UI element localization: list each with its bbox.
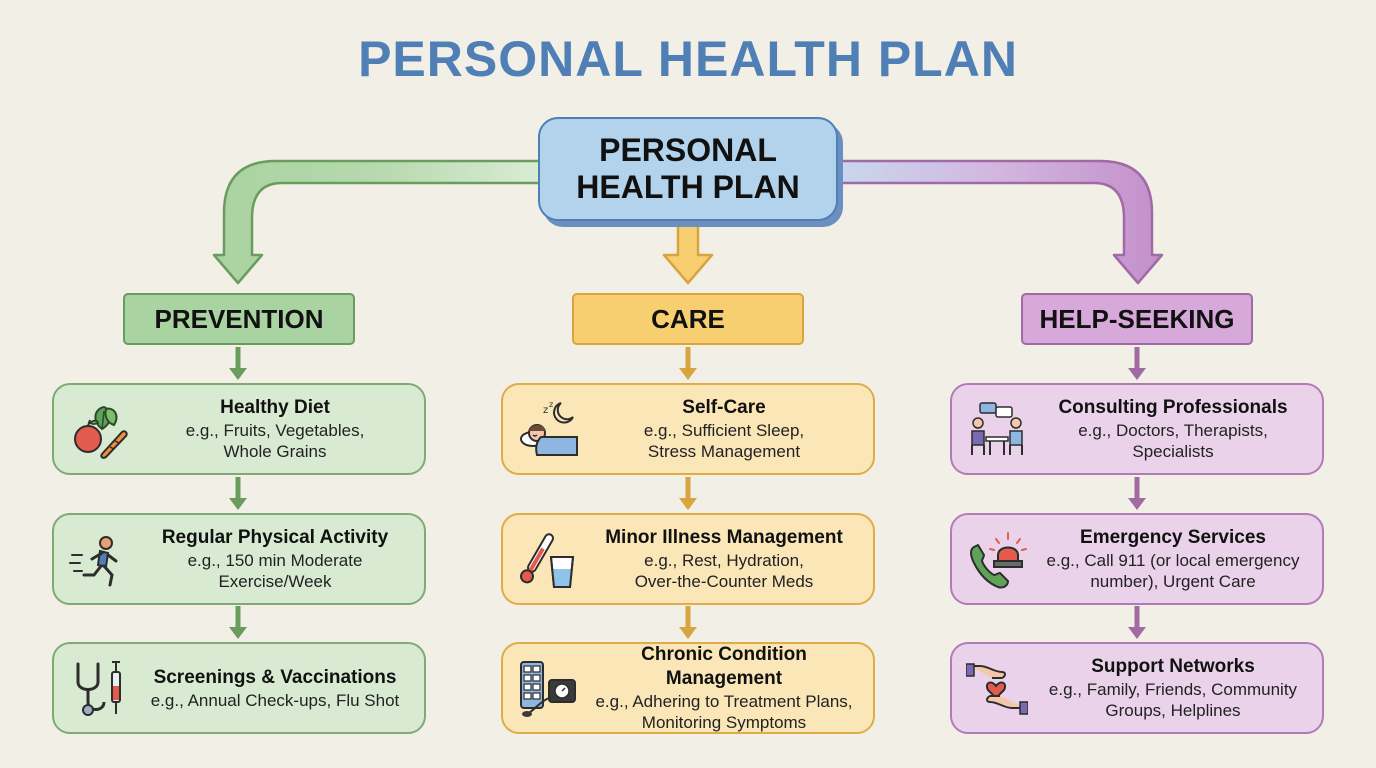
card-description-line1: e.g., Rest, Hydration, xyxy=(644,551,804,570)
card-consulting-professionals: Consulting Professionals e.g., Doctors, … xyxy=(950,383,1324,475)
card-chronic-condition: Chronic Condition Management e.g., Adher… xyxy=(501,642,875,734)
hands-heart-icon xyxy=(965,658,1029,720)
card-description-line2: Whole Grains xyxy=(223,442,327,461)
card-title: Support Networks xyxy=(1091,656,1255,677)
connector-arrow-head xyxy=(679,498,697,510)
central-node: PERSONAL HEALTH PLAN xyxy=(538,117,838,221)
card-title: Regular Physical Activity xyxy=(161,527,389,548)
connector-arrow-head xyxy=(679,368,697,380)
card-title: Screenings & Vaccinations xyxy=(153,666,397,688)
card-description-line1: e.g., Adhering to Treatment Plans, xyxy=(595,692,853,711)
stethoscope-syringe-icon xyxy=(68,658,130,720)
category-care: CARE xyxy=(572,293,804,345)
connector-arrow-head xyxy=(1128,498,1146,510)
card-description-line2: number), Urgent Care xyxy=(1090,572,1256,591)
card-title: Emergency Services xyxy=(1080,527,1266,548)
card-description-line1: e.g., Sufficient Sleep, xyxy=(643,421,805,440)
card-title: Minor Illness Management xyxy=(605,527,843,548)
thermometer-water-icon xyxy=(517,529,579,591)
card-title: Chronic Condition Management xyxy=(641,644,807,689)
fruit-vegetable-icon xyxy=(68,399,130,461)
card-description-line1: e.g., Doctors, Therapists, xyxy=(1078,421,1268,440)
central-node-line1: PERSONAL xyxy=(599,132,777,168)
card-description-line2: Exercise/Week xyxy=(218,572,332,591)
connector-arrow-head xyxy=(1128,627,1146,639)
pillbox-bp-monitor-icon xyxy=(517,658,579,720)
card-description-line2: Groups, Helplines xyxy=(1105,701,1241,720)
card-self-care: z z Self-Care e.g., Sufficient Sleep, St… xyxy=(501,383,875,475)
arrow-to-help-seeking xyxy=(834,159,1164,285)
svg-text:z: z xyxy=(549,400,553,409)
arrow-to-care xyxy=(662,220,714,285)
card-support-networks: Support Networks e.g., Family, Friends, … xyxy=(950,642,1324,734)
page-title: PERSONAL HEALTH PLAN xyxy=(358,31,1018,87)
category-prevention: PREVENTION xyxy=(123,293,355,345)
arrow-to-prevention xyxy=(212,159,542,285)
card-physical-activity: Regular Physical Activity e.g., 150 min … xyxy=(52,513,426,605)
central-node-line2: HEALTH PLAN xyxy=(576,169,800,205)
connector-arrow-head xyxy=(229,627,247,639)
card-description-line2: Monitoring Symptoms xyxy=(641,713,807,732)
consultation-icon xyxy=(966,399,1028,461)
card-description-line1: e.g., 150 min Moderate xyxy=(187,551,363,570)
runner-icon xyxy=(68,529,130,591)
sleeping-person-icon: z z xyxy=(517,399,579,461)
card-description-line1: e.g., Family, Friends, Community xyxy=(1048,680,1298,699)
category-help-seeking: HELP-SEEKING xyxy=(1021,293,1253,345)
card-description-line2: Over-the-Counter Meds xyxy=(634,572,814,591)
connector-arrow-head xyxy=(229,368,247,380)
card-healthy-diet: Healthy Diet e.g., Fruits, Vegetables, W… xyxy=(52,383,426,475)
svg-text:z: z xyxy=(543,405,548,416)
phone-alarm-icon xyxy=(966,529,1028,591)
card-description-line1: e.g., Fruits, Vegetables, xyxy=(185,421,365,440)
card-description-line2: Specialists xyxy=(1132,442,1214,461)
card-title: Healthy Diet xyxy=(220,397,330,418)
card-emergency-services: Emergency Services e.g., Call 911 (or lo… xyxy=(950,513,1324,605)
connector-arrow-head xyxy=(1128,368,1146,380)
card-description-line1: e.g., Annual Check-ups, Flu Shot xyxy=(150,690,400,710)
card-description-line2: Stress Management xyxy=(647,442,801,461)
card-minor-illness: Minor Illness Management e.g., Rest, Hyd… xyxy=(501,513,875,605)
connector-arrow-head xyxy=(229,498,247,510)
card-description-line1: e.g., Call 911 (or local emergency xyxy=(1046,551,1300,570)
card-title: Self-Care xyxy=(682,397,766,418)
card-screenings: Screenings & Vaccinations e.g., Annual C… xyxy=(52,642,426,734)
card-title: Consulting Professionals xyxy=(1058,397,1288,418)
connector-arrow-head xyxy=(679,627,697,639)
